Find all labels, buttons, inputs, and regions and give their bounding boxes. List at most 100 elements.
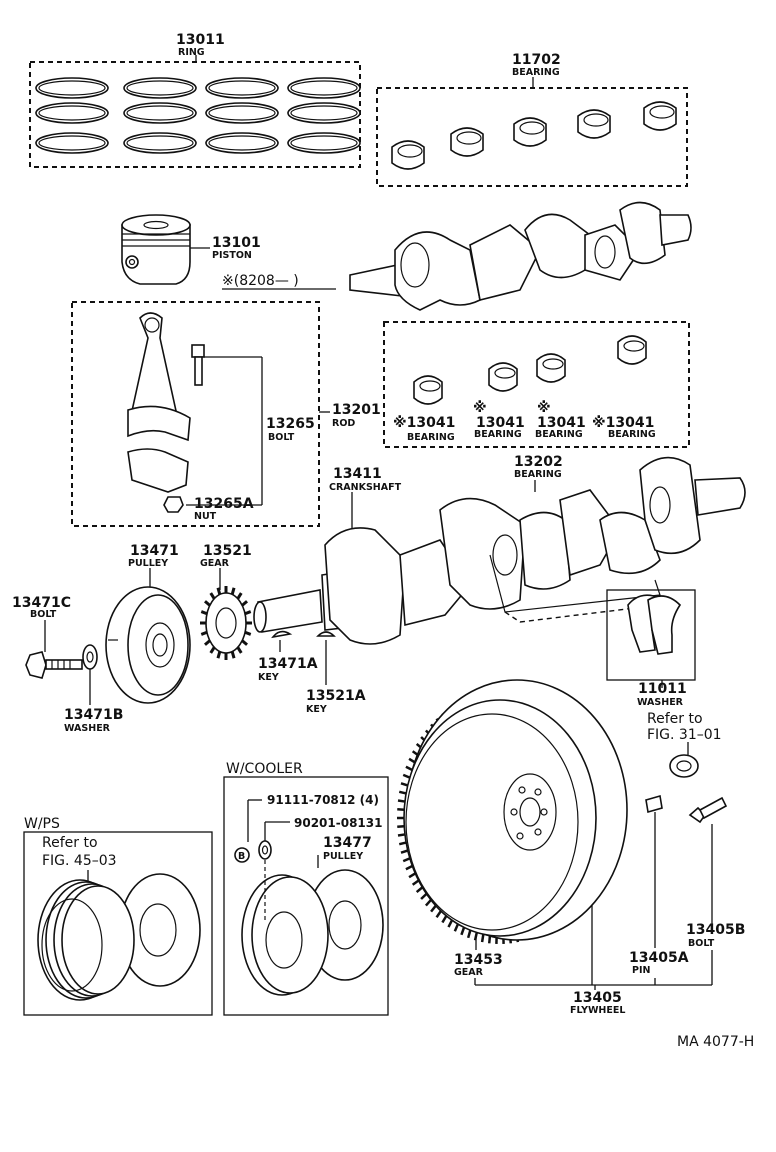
- rod-part-name: ROD: [332, 418, 355, 429]
- cooler-washer-part-number: 90201-08131: [294, 816, 382, 830]
- piston-ring-set: [29, 61, 361, 168]
- bearing-shell-icon: [391, 140, 425, 170]
- rod-bearing-3-number: 13041: [537, 415, 586, 431]
- rod-bearing-2-name: BEARING: [474, 429, 522, 440]
- rod-bearing-2-number: 13041: [476, 415, 525, 431]
- refer-fig45-line1: Refer to: [42, 835, 98, 851]
- b-marker-label: B: [238, 851, 245, 862]
- gear-part-number: 13521: [203, 543, 252, 559]
- piston-ring-icon: [287, 132, 361, 154]
- key-13521a-part-name: KEY: [306, 704, 327, 715]
- flywheel-part-number: 13405: [573, 990, 622, 1006]
- piston-ring-icon: [287, 102, 361, 124]
- crankshaft-lower-drawing: [253, 456, 746, 645]
- rod-bearing-3-mark: ※: [537, 400, 551, 416]
- piston-ring-icon: [123, 77, 197, 99]
- rod-nut-part-number: 13265A: [194, 496, 254, 512]
- flywheel-bolt-drawing: [688, 796, 728, 824]
- piston-ring-icon: [205, 132, 279, 154]
- timing-gear-drawing: [200, 586, 252, 660]
- pulley-washer-drawing: [82, 644, 98, 670]
- bearing-shell-icon: [536, 353, 566, 383]
- main-bearing-part-name: BEARING: [512, 67, 560, 78]
- piston-part-name: PISTON: [212, 250, 252, 261]
- refer-fig31-line2: FIG. 31–01: [647, 727, 722, 743]
- pulley-bolt-part-number: 13471C: [12, 595, 71, 611]
- crankshaft-part-name: CRANKSHAFT: [329, 482, 402, 493]
- crank-bearing-part-name: BEARING: [514, 469, 562, 480]
- pilot-bearing-drawing: [669, 754, 699, 778]
- piston-ring-icon: [287, 77, 361, 99]
- ring-part-name: RING: [178, 47, 205, 58]
- b-marker-circle: [234, 847, 250, 863]
- key-13521a-part-number: 13521A: [306, 688, 366, 704]
- crank-bearing-part-number: 13202: [514, 454, 563, 470]
- rod-bearing-3-name: BEARING: [535, 429, 583, 440]
- rod-bolt-part-name: BOLT: [268, 432, 295, 443]
- bearing-shell-icon: [450, 127, 484, 157]
- key-13471a-drawing: [271, 630, 293, 639]
- wcooler-box: [223, 776, 389, 1016]
- pulley-part-number: 13471: [130, 543, 179, 559]
- piston-ring-icon: [205, 102, 279, 124]
- cooler-pulley-drawing: [241, 860, 384, 996]
- bearing-shell-icon: [513, 117, 547, 147]
- piston-ring-icon: [123, 132, 197, 154]
- flywheel-gear-part-name: GEAR: [454, 967, 484, 978]
- crank-pulley-drawing: [105, 586, 191, 704]
- wps-title: W/PS: [24, 816, 60, 832]
- pulley-part-name: PULLEY: [128, 558, 168, 569]
- refer-fig31-line1: Refer to: [647, 711, 703, 727]
- crankshaft-part-number: 13411: [333, 466, 382, 482]
- flywheel-pin-part-number: 13405A: [629, 950, 689, 966]
- rod-bearing-4-label: ※13041: [592, 415, 654, 431]
- cooler-bolt-part-number: 91111-70812 (4): [267, 793, 379, 807]
- bearing-shell-icon: [577, 109, 611, 139]
- cooler-pulley-part-number: 13477: [323, 835, 372, 851]
- flywheel-drawing: [397, 679, 628, 944]
- bearing-shell-icon: [643, 101, 677, 131]
- flywheel-gear-part-number: 13453: [454, 952, 503, 968]
- flywheel-bolt-part-number: 13405B: [686, 922, 745, 938]
- main-bearing-part-number: 11702: [512, 52, 561, 68]
- thrust-washer-part-number: 11011: [638, 681, 687, 697]
- gear-part-name: GEAR: [200, 558, 230, 569]
- washer-13471b-part-number: 13471B: [64, 707, 123, 723]
- drawing-code: MA 4077-H: [677, 1034, 754, 1050]
- rod-bearing-2-mark: ※: [473, 400, 487, 416]
- rod-nut-part-name: NUT: [194, 511, 217, 522]
- bearing-shell-icon: [488, 362, 518, 392]
- piston-drawing: [121, 214, 191, 285]
- wps-box: [23, 831, 213, 1016]
- flywheel-pin-drawing: [645, 794, 663, 814]
- ring-part-number: 13011: [176, 32, 225, 48]
- crankshaft-upper-drawing: [349, 201, 692, 311]
- rod-bearing-4-name: BEARING: [608, 429, 656, 440]
- piston-ring-icon: [35, 77, 109, 99]
- rod-bearing-1-name: BEARING: [407, 432, 455, 443]
- flywheel-bolt-part-name: BOLT: [688, 938, 715, 949]
- rod-part-number: 13201: [332, 402, 381, 418]
- piston-ring-icon: [123, 102, 197, 124]
- connecting-rod-assembly: [71, 301, 320, 527]
- piston-ring-icon: [205, 77, 279, 99]
- wcooler-title: W/COOLER: [226, 761, 303, 777]
- rod-bearing-1-label: ※13041: [393, 415, 455, 431]
- rod-bearing-set: [383, 321, 690, 448]
- ps-pulley-drawing: [37, 873, 201, 1001]
- refer-fig45-line2: FIG. 45–03: [42, 853, 117, 869]
- cooler-washer-drawing: [258, 840, 272, 860]
- main-bearing-set: [376, 87, 688, 187]
- pulley-bolt-part-name: BOLT: [30, 609, 57, 620]
- thrust-washer-part-name: WASHER: [637, 697, 684, 708]
- piston-part-number: 13101: [212, 235, 261, 251]
- key-13471a-part-name: KEY: [258, 672, 279, 683]
- key-13521a-drawing: [316, 631, 336, 637]
- thrust-washer-drawing: [627, 594, 682, 655]
- flywheel-part-name: FLYWHEEL: [570, 1005, 625, 1016]
- cooler-pulley-part-name: PULLEY: [323, 851, 363, 862]
- washer-13471b-part-name: WASHER: [64, 723, 111, 734]
- rod-bolt-part-number: 13265: [266, 416, 315, 432]
